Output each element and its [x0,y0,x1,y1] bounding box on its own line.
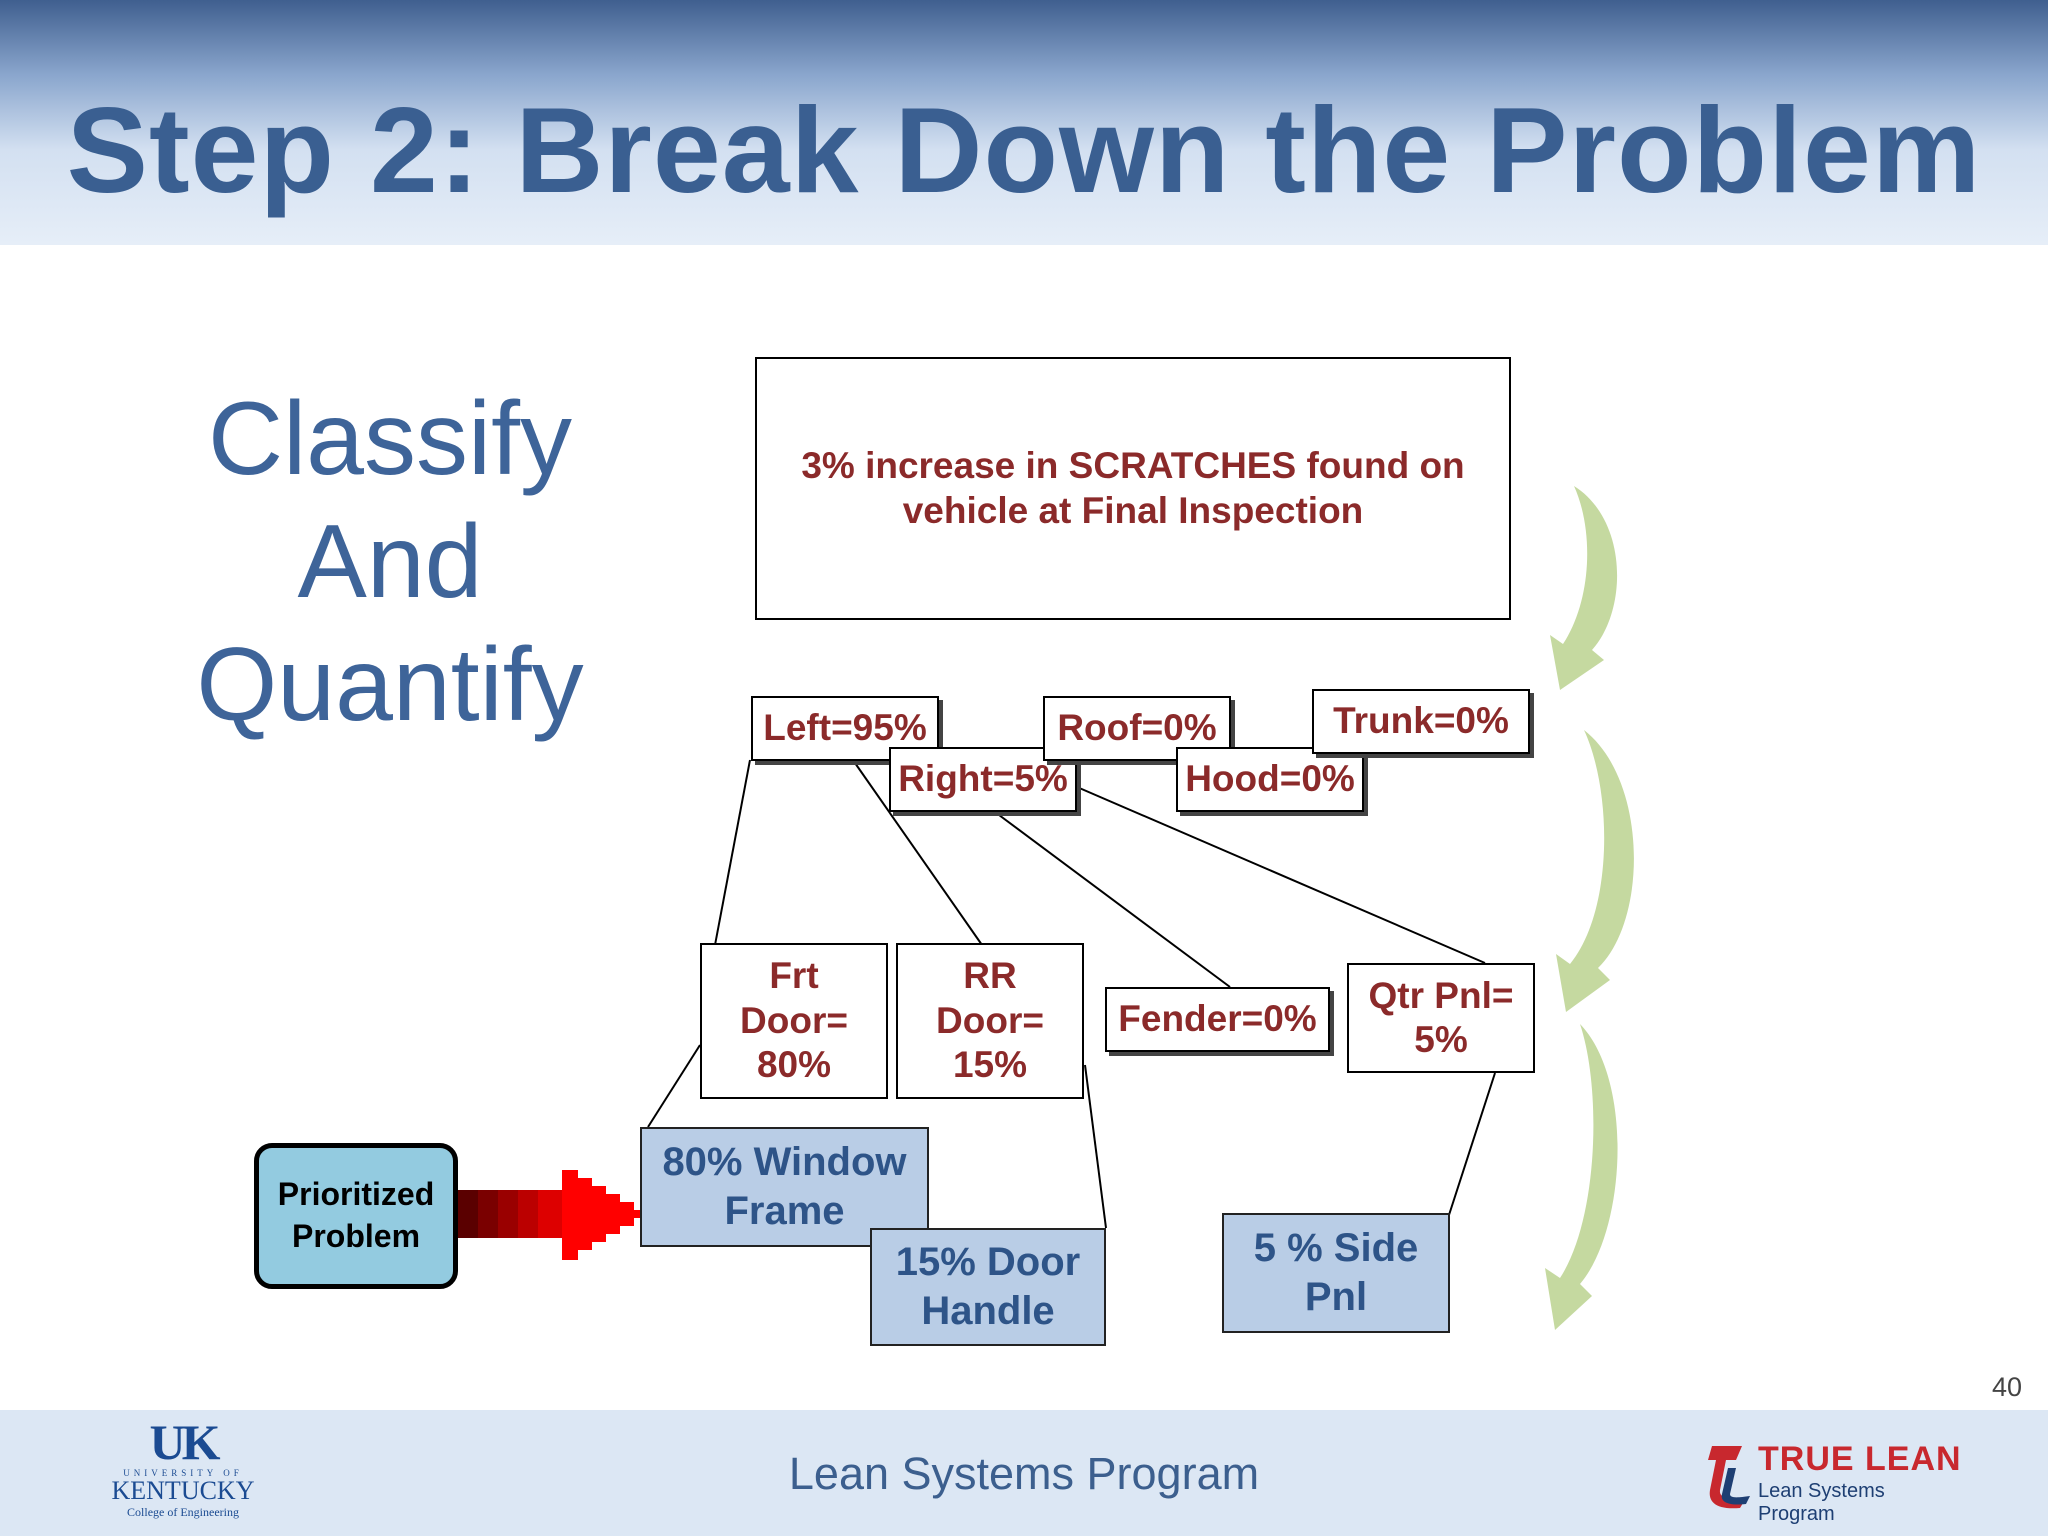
page-number: 40 [1991,1372,2022,1402]
side-word-and: And [297,504,483,620]
connector-left-rr-door [854,762,983,946]
part-fender-box: Fender=0% [1105,987,1330,1052]
area-right-box: Right=5% [889,747,1077,812]
detail-side-pnl-box: 5 % Side Pnl [1222,1213,1450,1333]
connector-right-fender [994,811,1231,988]
uk-logo-mark: UK [149,1414,221,1470]
curved-arrow-2 [1556,730,1634,1012]
part-frt-door-box: Frt Door= 80% [700,943,888,1099]
prioritized-problem-box: Prioritized Problem [254,1143,458,1289]
connector-frt-door-window [647,1044,701,1128]
connector-left-frt-door [714,759,751,946]
connector-rr-door-handle [1084,1064,1107,1229]
area-hood-box: Hood=0% [1176,747,1364,812]
area-trunk-box: Trunk=0% [1312,689,1530,754]
footer-band [0,1410,2048,1536]
connector-right-qtr-pnl [1076,786,1486,964]
curved-arrow-3 [1545,1024,1618,1330]
slide-title: Step 2: Break Down the Problem [66,82,1982,218]
true-lean-logo: TRUE LEAN Lean Systems Program [1706,1440,1966,1525]
header-band [0,0,2048,245]
top-problem-box: 3% increase in SCRATCHES found on vehicl… [755,357,1511,620]
footer-text: Lean Systems Program [788,1448,1260,1499]
uk-logo-name: KENTUCKY [111,1476,255,1505]
part-rr-door-box: RR Door= 15% [896,943,1084,1099]
side-word-quantify: Quantify [196,627,584,743]
true-lean-mark-icon [1708,1446,1750,1509]
side-word-classify: Classify [207,381,573,497]
curved-arrow-1 [1550,486,1618,690]
uk-logo-college: College of Engineering [127,1505,239,1519]
detail-door-handle-box: 15% Door Handle [870,1228,1106,1346]
curved-arrows [1545,486,1634,1330]
uk-logo-univ: UNIVERSITY OF [123,1468,243,1478]
part-qtr-pnl-box: Qtr Pnl= 5% [1347,963,1535,1073]
red-arrow [458,1170,685,1260]
uk-logo: UK UNIVERSITY OF KENTUCKY College of Eng… [108,1416,258,1526]
connector-qtr-pnl-side [1448,1072,1496,1216]
detail-window-frame-box: 80% Window Frame [640,1127,929,1247]
true-lean-title: TRUE LEAN [1758,1440,1962,1478]
true-lean-subtitle: Lean Systems Program [1758,1480,1885,1525]
